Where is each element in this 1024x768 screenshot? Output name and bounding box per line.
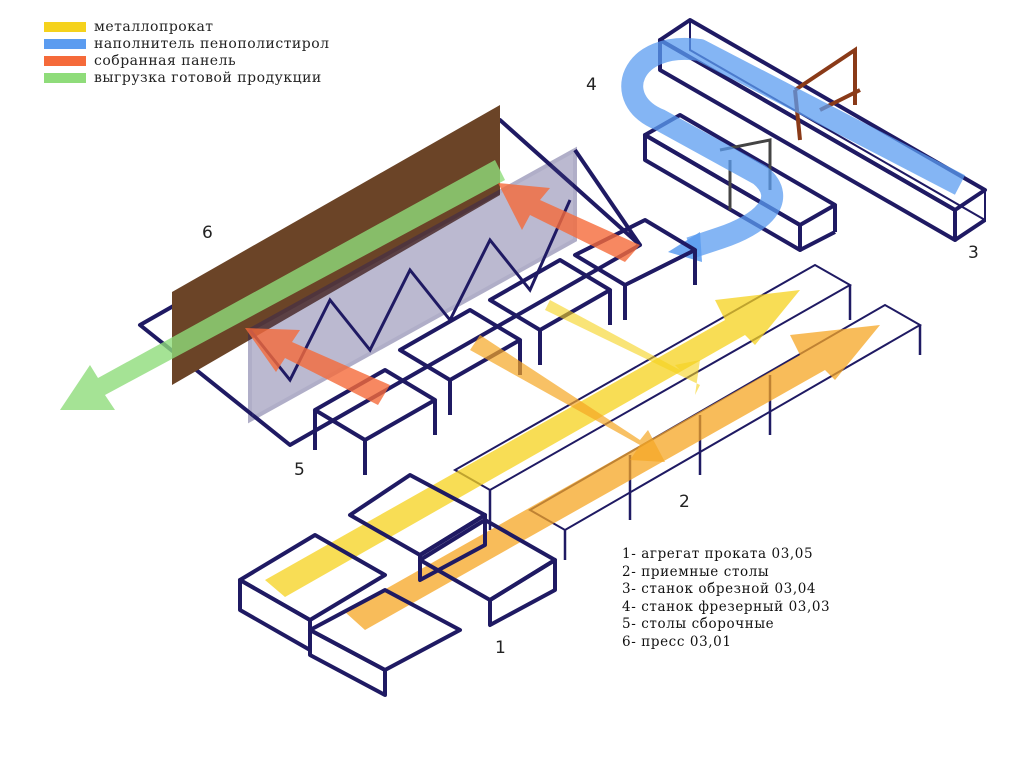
legend-label: выгрузка готовой продукции bbox=[94, 69, 322, 86]
station-number-6: 6 bbox=[202, 223, 213, 243]
station-list-item: 1- агрегат проката 03,05 bbox=[622, 546, 814, 562]
panel-flow-arrow-1 bbox=[498, 183, 640, 262]
legend-item-filler: наполнитель пенополистирол bbox=[44, 35, 330, 52]
station-number-4: 4 bbox=[586, 75, 597, 95]
press-6 bbox=[138, 105, 642, 447]
legend-swatch bbox=[44, 55, 86, 66]
legend-item-panel: собранная панель bbox=[44, 52, 330, 69]
station-list-item: 5- столы сборочные bbox=[622, 616, 775, 632]
unloading-flow-arrow bbox=[60, 160, 505, 410]
legend-label: металлопрокат bbox=[94, 18, 214, 35]
legend-item-unloading: выгрузка готовой продукции bbox=[44, 69, 330, 86]
legend: металлопрокат наполнитель пенополистирол… bbox=[44, 18, 330, 86]
rolling-unit-1 bbox=[238, 473, 557, 697]
station-list-item: 6- пресс 03,01 bbox=[622, 633, 732, 650]
metal-flow-arrow-3 bbox=[470, 335, 665, 462]
station-list: 1- агрегат проката 03,05 2- приемные сто… bbox=[622, 546, 830, 651]
station-number-3: 3 bbox=[968, 243, 979, 263]
filler-flow-arrow bbox=[621, 37, 966, 259]
legend-item-metal: металлопрокат bbox=[44, 18, 330, 35]
station-number-2: 2 bbox=[679, 492, 690, 512]
panel-flow-arrow-2 bbox=[245, 328, 390, 405]
station-list-item: 2- приемные столы bbox=[622, 563, 770, 580]
metal-flow-arrow-4 bbox=[545, 300, 700, 395]
metal-flow-arrow-2 bbox=[345, 325, 880, 630]
station-list-item: 3- станок обрезной 03,04 bbox=[622, 581, 817, 597]
station-number-1: 1 bbox=[495, 638, 506, 658]
legend-swatch bbox=[44, 21, 86, 32]
station-list-item: 4- станок фрезерный 03,03 bbox=[622, 598, 831, 615]
legend-label: наполнитель пенополистирол bbox=[94, 35, 330, 52]
legend-swatch bbox=[44, 38, 86, 49]
legend-label: собранная панель bbox=[94, 52, 237, 69]
station-number-5: 5 bbox=[294, 460, 305, 480]
legend-swatch bbox=[44, 72, 86, 83]
